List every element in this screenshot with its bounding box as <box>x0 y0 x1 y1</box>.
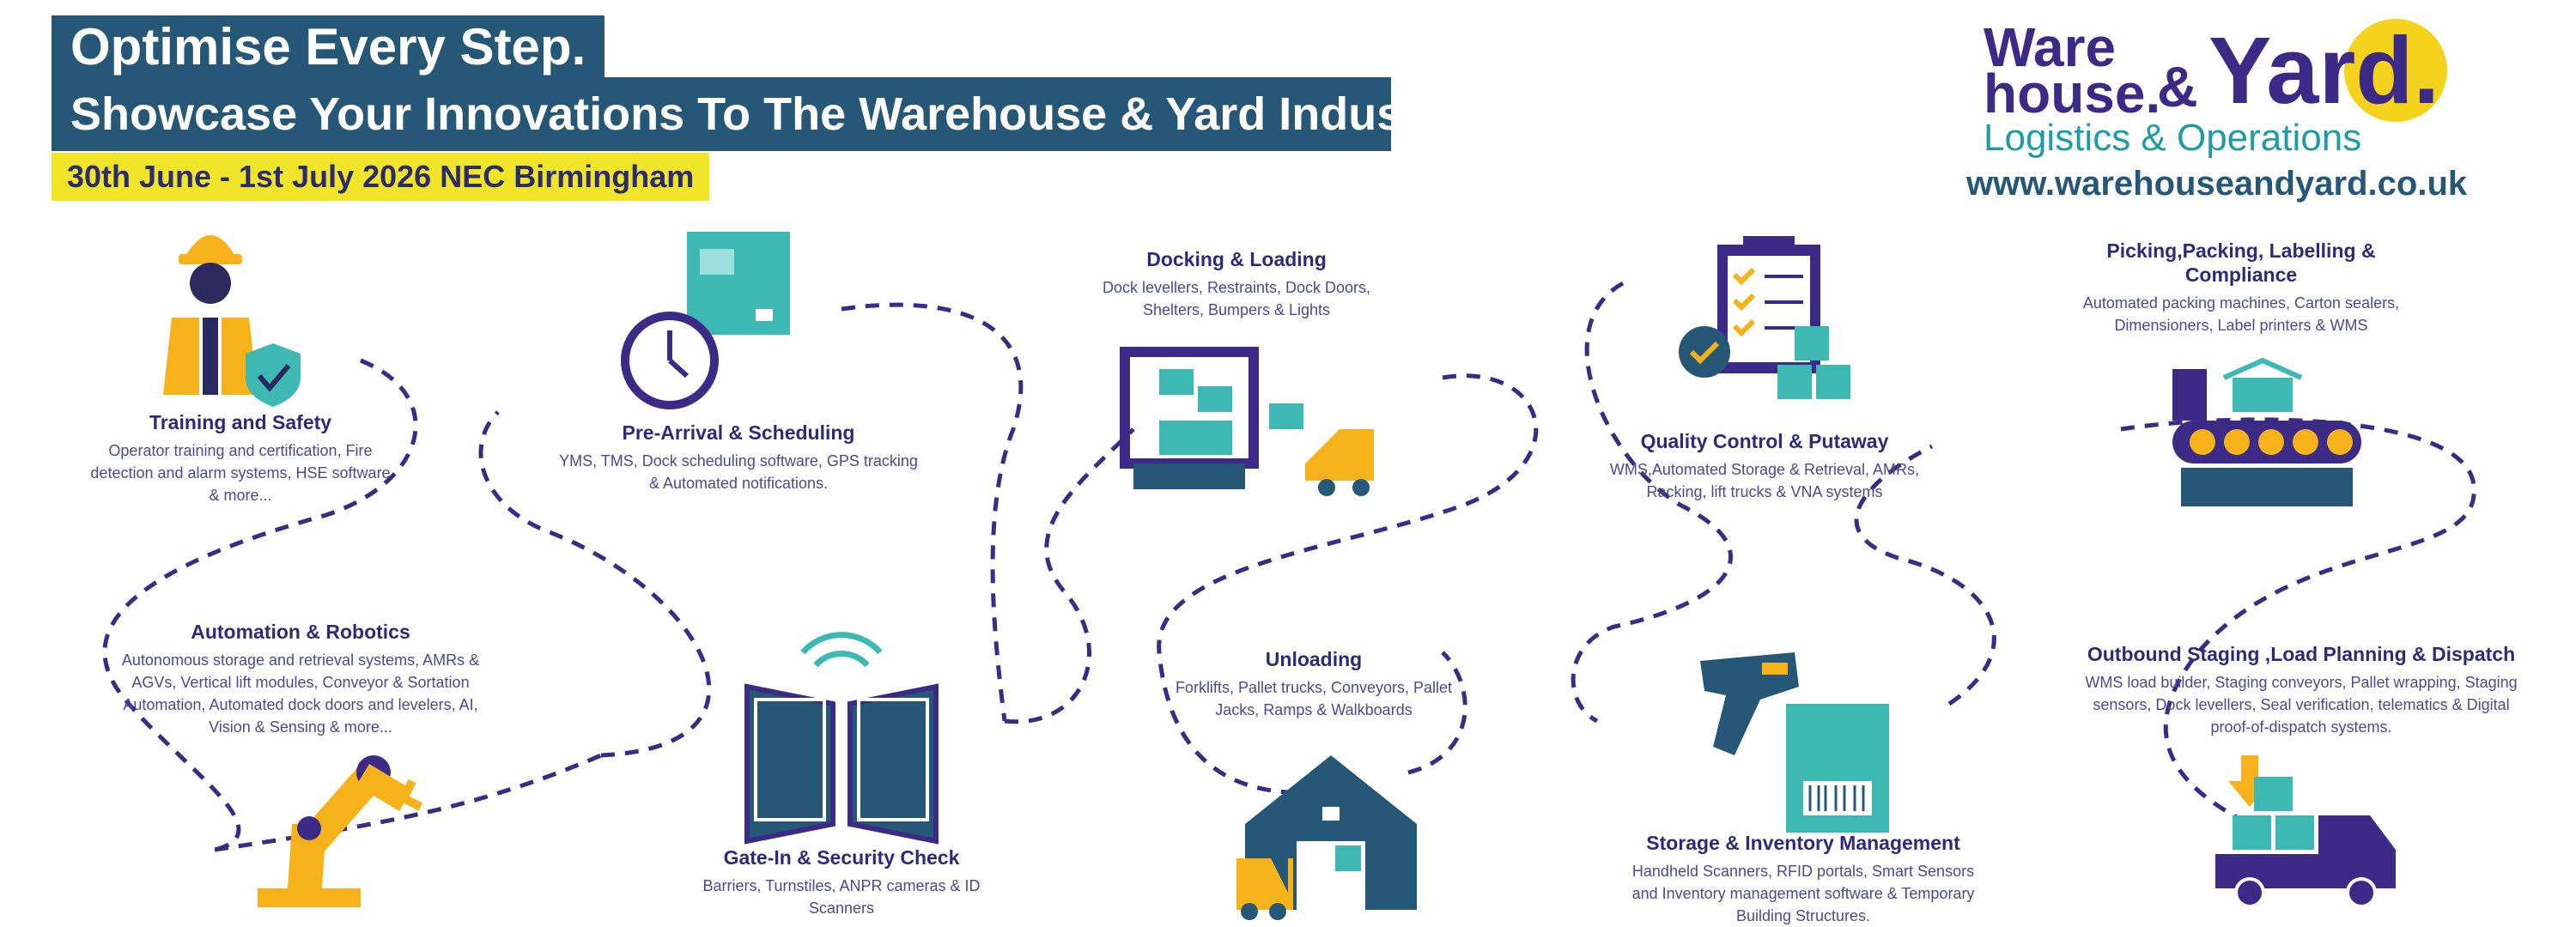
scanner-box-icon <box>1700 652 1889 833</box>
logo[interactable]: Ware house. & Yard. Logistics & Operatio… <box>1966 9 2516 215</box>
step-desc: YMS, TMS, Dock scheduling software, GPS … <box>559 452 918 492</box>
step-title: Outbound Staging ,Load Planning & Dispat… <box>2087 643 2516 665</box>
page-subtitle: Showcase Your Innovations To The Warehou… <box>52 77 1461 151</box>
step-docking[interactable]: Docking & Loading Dock levellers, Restra… <box>1091 247 1382 321</box>
step-desc: Automated packing machines, Carton seale… <box>2082 294 2400 334</box>
step-title: Automation & Robotics <box>191 621 410 643</box>
step-training[interactable]: Training and Safety Operator training an… <box>86 410 395 506</box>
step-picking[interactable]: Picking,Packing, Labelling & Compliance … <box>2069 239 2413 336</box>
step-title: Picking,Packing, Labelling & Compliance <box>2106 239 2376 286</box>
conveyor-box-icon <box>2172 357 2361 506</box>
step-title: Unloading <box>1265 648 1363 670</box>
step-automation[interactable]: Automation & Robotics Autonomous storage… <box>120 620 481 738</box>
delivery-truck-icon <box>2215 755 2396 908</box>
step-quality[interactable]: Quality Control & Putaway WMS,Automated … <box>1597 429 1932 503</box>
step-outbound[interactable]: Outbound Staging ,Load Planning & Dispat… <box>2078 642 2524 738</box>
step-title: Gate-In & Security Check <box>723 846 960 869</box>
step-desc: Autonomous storage and retrieval systems… <box>121 651 480 736</box>
step-title: Docking & Loading <box>1146 248 1327 270</box>
step-desc: WMS load builder, Staging conveyors, Pal… <box>2085 674 2518 736</box>
step-prearrival[interactable]: Pre-Arrival & Scheduling YMS, TMS, Dock … <box>558 421 919 494</box>
logo-house: house. <box>1984 63 2161 124</box>
step-title: Quality Control & Putaway <box>1640 430 1889 452</box>
dashed-route <box>102 281 2476 852</box>
step-gatein[interactable]: Gate-In & Security Check Barriers, Turns… <box>687 845 996 919</box>
logo-ware: Ware <box>1984 16 2117 78</box>
step-unloading[interactable]: Unloading Forklifts, Pallet trucks, Conv… <box>1168 647 1460 721</box>
page-title: Optimise Every Step. <box>52 15 605 79</box>
logo-url[interactable]: www.warehouseandyard.co.uk <box>1966 165 2468 203</box>
warehouse-forklift-icon <box>1236 755 1417 920</box>
logo-tagline: Logistics & Operations <box>1984 117 2362 159</box>
step-desc: WMS,Automated Storage & Retrieval, AMRs,… <box>1609 461 1920 500</box>
event-dates: 30th June - 1st July 2026 NEC Birmingham <box>52 153 710 201</box>
clock-box-icon <box>621 232 790 409</box>
step-title: Storage & Inventory Management <box>1646 832 1960 854</box>
step-desc: Barriers, Turnstiles, ANPR cameras & ID … <box>702 877 981 917</box>
robot-arm-icon <box>258 755 423 907</box>
logo-sun-icon <box>2344 19 2447 122</box>
step-title: Training and Safety <box>149 411 332 433</box>
step-title: Pre-Arrival & Scheduling <box>622 421 855 444</box>
truck-forklift-icon <box>1120 347 1374 496</box>
step-desc: Handheld Scanners, RFID portals, Smart S… <box>1631 863 1975 924</box>
step-storage[interactable]: Storage & Inventory Management Handheld … <box>1623 831 1984 927</box>
step-desc: Operator training and certification, Fir… <box>90 442 391 504</box>
step-desc: Forklifts, Pallet trucks, Conveyors, Pal… <box>1175 679 1453 718</box>
logo-yard: Yard. <box>2208 18 2440 124</box>
worker-safety-icon <box>163 235 301 407</box>
logo-ampersand: & <box>2157 55 2198 118</box>
gate-wifi-icon <box>744 632 939 845</box>
checklist-icon <box>1679 236 1850 399</box>
step-desc: Dock levellers, Restraints, Dock Doors, … <box>1102 279 1371 318</box>
